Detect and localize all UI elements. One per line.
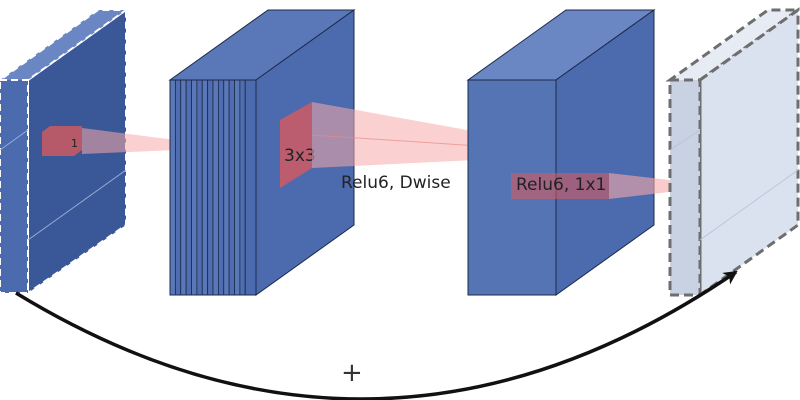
expansion-channel-slice (228, 79, 235, 296)
expansion-channel-slices (169, 79, 257, 296)
depthwise-tensor (466, 9, 656, 296)
input-tensor-front-face (0, 79, 29, 294)
kernel-1x1-highlight (511, 173, 609, 199)
output-tensor-side-face (698, 7, 800, 298)
residual-connection-arrow (15, 270, 738, 400)
expansion-channel-slice (191, 79, 198, 296)
expansion-channel-slice (212, 79, 219, 296)
dwise-label: Relu6, Dwise (341, 173, 451, 193)
expansion-channel-slice (185, 79, 192, 296)
expansion-tensor-front-outline (169, 79, 257, 296)
kernel-3x3-highlight (280, 102, 312, 188)
expansion-channel-slice (244, 79, 257, 296)
expansion-channel-slice (180, 79, 187, 296)
expansion-channel-slice (207, 79, 214, 296)
input-tensor-top-face (0, 9, 130, 81)
expansion-channel-slice (201, 79, 209, 296)
output-tensor (665, 7, 800, 298)
expansion-channel-slice (239, 79, 246, 296)
residual-add-symbol: + (341, 358, 363, 388)
expansion-channel-slice (217, 79, 225, 296)
expansion-channel-slice (234, 79, 241, 296)
projection-cone-3 (609, 173, 720, 199)
projection-cone-1 (82, 128, 175, 154)
expansion-channel-slice (223, 79, 230, 296)
expansion-channel-slice (196, 79, 203, 296)
expansion-channel-slice (169, 79, 176, 296)
pointwise-label: Relu6, 1x1 (516, 175, 606, 195)
input-tensor: 1 (0, 8, 130, 295)
expansion-channel-slice (174, 79, 182, 296)
output-tensor-front-face (668, 78, 702, 297)
expansion-tensor: 3x3 (168, 9, 356, 296)
kernel-3x3-label: 3x3 (284, 146, 316, 166)
input-kernel-highlight (42, 126, 82, 156)
kernel-1-label: 1 (71, 137, 78, 150)
